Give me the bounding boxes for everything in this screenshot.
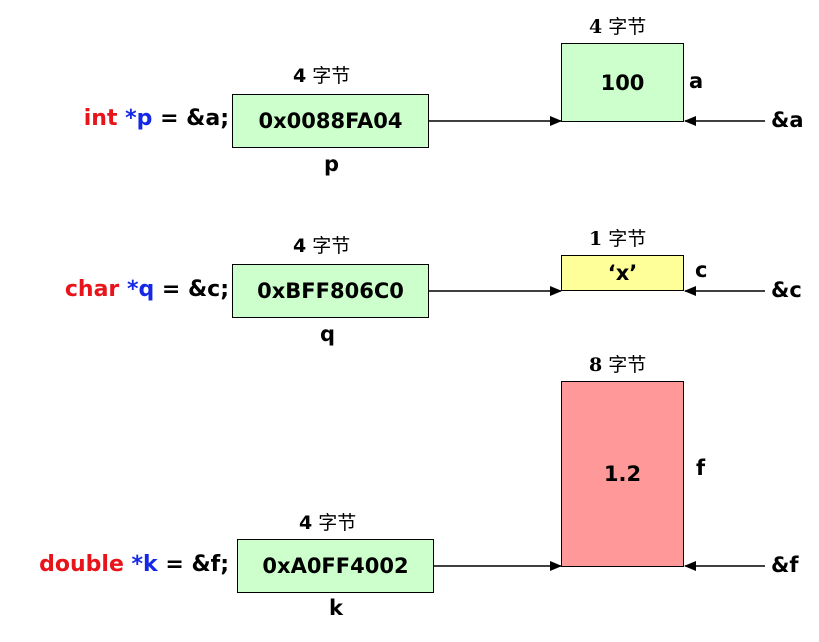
pointer-box-k: 0xA0FF4002 [237, 539, 434, 593]
variable-size-label: 4 字节 [589, 16, 647, 38]
pointer-name: *k [131, 552, 158, 577]
assign-text: = &f; [157, 552, 229, 577]
address-label: &f [771, 553, 799, 577]
variable-box-f: 1.2 [561, 381, 684, 567]
variable-box-a: 100 [561, 43, 684, 122]
pointer-label: k [329, 596, 343, 620]
assign-text: = &a; [152, 106, 229, 131]
pointer-name: *q [126, 277, 155, 302]
pointer-box-q: 0xBFF806C0 [232, 264, 429, 318]
pointer-value: 0xA0FF4002 [262, 554, 409, 578]
variable-label: a [689, 69, 704, 93]
variable-label: f [696, 456, 706, 480]
pointer-size-label: 4 字节 [293, 65, 351, 87]
declaration-char-q: char *q = &c; [65, 277, 229, 302]
pointer-value: 0xBFF806C0 [257, 279, 404, 303]
pointer-value: 0x0088FA04 [258, 109, 403, 133]
variable-size-label: 1 字节 [589, 228, 647, 250]
variable-box-c: ‘x’ [561, 255, 684, 291]
pointer-label: q [320, 322, 336, 346]
address-label: &a [771, 108, 804, 132]
type-keyword: double [39, 552, 124, 577]
declaration-int-p: int *p = &a; [84, 106, 229, 131]
assign-text: = &c; [154, 277, 229, 302]
pointer-box-p: 0x0088FA04 [232, 94, 429, 148]
variable-value: 100 [600, 70, 645, 95]
variable-label: c [695, 258, 708, 282]
declaration-double-k: double *k = &f; [39, 552, 229, 577]
pointer-name: *p [125, 106, 153, 131]
type-keyword: int [83, 106, 118, 131]
variable-size-label: 8 字节 [589, 354, 647, 376]
address-label: &c [771, 278, 802, 302]
pointer-size-label: 4 字节 [299, 512, 357, 534]
variable-value: 1.2 [603, 462, 642, 486]
variable-value: ‘x’ [607, 261, 638, 285]
pointer-label: p [324, 152, 340, 176]
type-keyword: char [64, 277, 120, 302]
pointer-size-label: 4 字节 [293, 235, 351, 257]
